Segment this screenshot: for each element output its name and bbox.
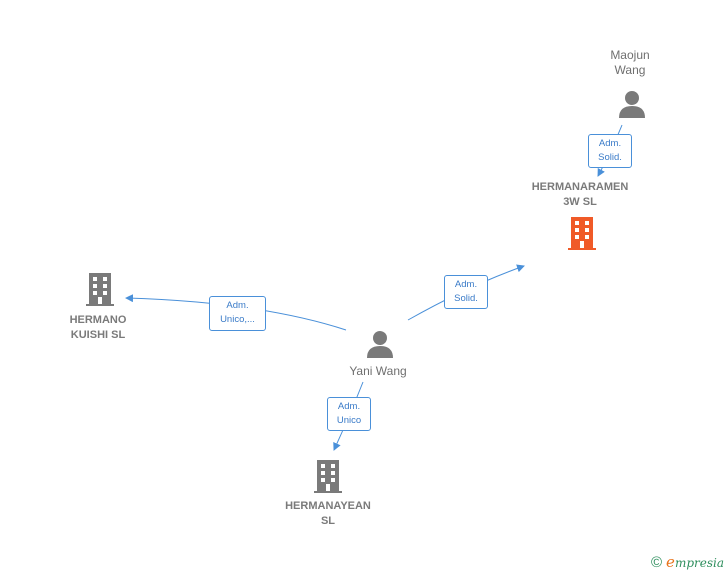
company-name-hermanayean[interactable]: HERMANAYEAN SL <box>285 500 371 527</box>
company-name-hermanaramen[interactable]: HERMANARAMEN 3W SL <box>531 181 629 208</box>
person-icon[interactable] <box>617 89 647 119</box>
copyright-icon: © <box>650 554 663 571</box>
person-name-yani: Yani Wang <box>349 364 407 378</box>
edge-label-yani-hermanayean: Adm. Unico <box>327 397 371 431</box>
person-icon[interactable] <box>365 329 395 359</box>
person-name-maojun: Maojun Wang <box>610 48 650 77</box>
company-name-hermano-kuishi[interactable]: HERMANO KUISHI SL <box>69 314 127 341</box>
brand-logo-initial: e <box>666 553 675 571</box>
edge-label-yani-hermanaramen: Adm. Solid. <box>444 275 488 309</box>
edge-label-yani-hermano-kuishi: Adm. Unico,... <box>209 296 266 331</box>
building-icon[interactable] <box>312 460 344 494</box>
brand-logo-text: mpresia <box>674 556 724 570</box>
edge-label-maojun-hermanaramen: Adm. Solid. <box>588 134 632 168</box>
copyright-brand: ©empresia <box>651 553 724 571</box>
building-icon[interactable] <box>566 217 598 251</box>
building-icon[interactable] <box>84 273 116 307</box>
